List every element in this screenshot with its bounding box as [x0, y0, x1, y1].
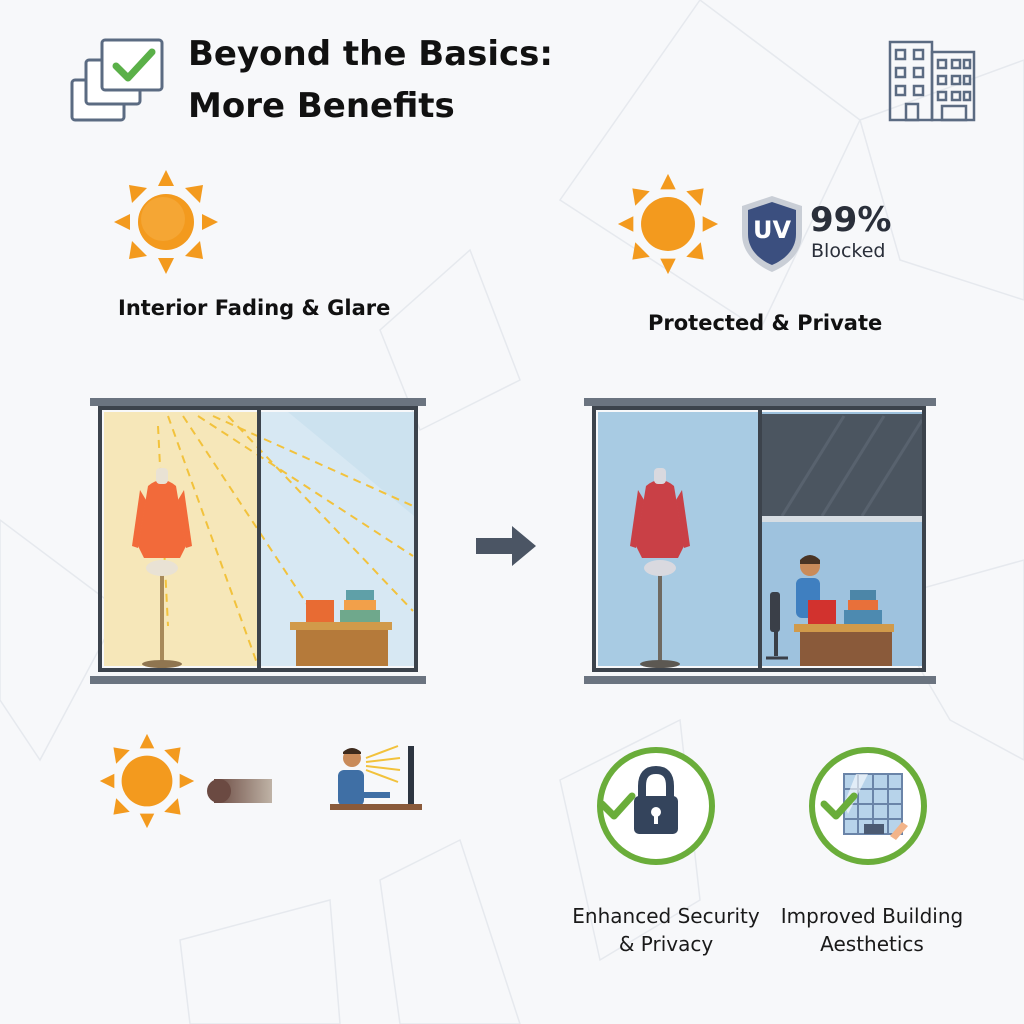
page-title: Beyond the Basics: More Benefits	[188, 28, 708, 132]
after-label: Protected & Private	[648, 311, 883, 335]
building-check-icon	[806, 744, 930, 868]
feature-security-line2: & Privacy	[618, 932, 714, 956]
uv-badge-text: UV	[752, 216, 792, 244]
before-label: Interior Fading & Glare	[118, 296, 391, 320]
title-line-2: More Benefits	[188, 86, 455, 126]
padlock-check-icon	[594, 744, 718, 868]
sun-icon	[112, 168, 220, 276]
screen-glare-icon	[326, 740, 424, 814]
uv-caption: Blocked	[811, 240, 886, 262]
feature-aesthetics-line2: Aesthetics	[820, 932, 924, 956]
office-building-icon	[886, 38, 978, 122]
feature-aesthetics-line1: Improved Building	[780, 904, 964, 928]
fading-swatch-icon	[206, 778, 274, 804]
checklist-pages-icon	[68, 36, 168, 128]
feature-security-caption: Enhanced Security & Privacy	[566, 902, 766, 958]
uv-shield-badge: UV	[738, 194, 806, 274]
before-window-illustration	[88, 396, 430, 688]
feature-security-line1: Enhanced Security	[572, 904, 760, 928]
arrow-right-icon	[476, 524, 538, 568]
uv-percent: 99%	[810, 200, 892, 240]
after-window-illustration	[582, 396, 938, 688]
sun-icon	[98, 732, 196, 830]
feature-aesthetics-caption: Improved Building Aesthetics	[772, 902, 972, 958]
sun-icon	[616, 172, 720, 276]
title-line-1: Beyond the Basics:	[188, 34, 553, 74]
